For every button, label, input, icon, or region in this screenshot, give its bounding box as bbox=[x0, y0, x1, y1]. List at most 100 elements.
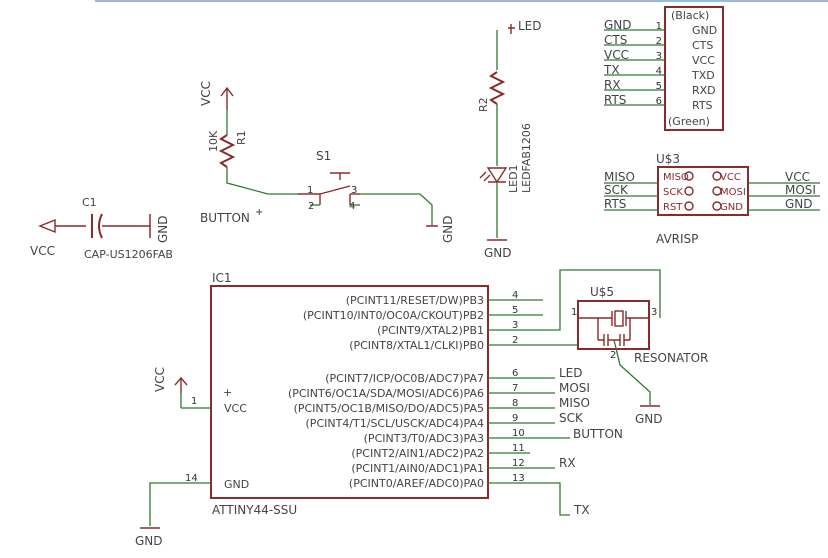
ic1-pin-label: (PCINT6/OC1A/SDA/MOSI/ADC6)PA6 bbox=[288, 387, 484, 400]
ic1-pin-number: 3 bbox=[512, 320, 518, 331]
u5-pin-2: 2 bbox=[610, 350, 616, 361]
ic1-gnd-label: GND bbox=[135, 534, 163, 548]
ic1-pin-number: 10 bbox=[512, 428, 525, 439]
led1-name: LED1 bbox=[507, 164, 520, 193]
ftdi-pin-name: RTS bbox=[692, 99, 713, 112]
r1-name: R1 bbox=[235, 130, 248, 145]
ic1-net-button: BUTTON bbox=[573, 427, 623, 441]
ic1-pin-label: (PCINT4/T1/SCL/USCK/ADC4)PA4 bbox=[306, 417, 484, 430]
ftdi-pin-number: 6 bbox=[656, 96, 662, 107]
s1-pin-1: 1 bbox=[307, 185, 313, 196]
u3-left-net: SCK bbox=[604, 183, 629, 197]
ic1-pin-label: (PCINT8/XTAL1/CLKI)PB0 bbox=[349, 339, 484, 352]
ic1-pin-number: 7 bbox=[512, 383, 518, 394]
r2-led-branch[interactable] bbox=[479, 24, 515, 241]
ic1-net-rx: RX bbox=[559, 456, 576, 470]
u3-left-net: RTS bbox=[604, 197, 626, 211]
ic1-net-sck: SCK bbox=[559, 411, 584, 425]
ic1-attiny44[interactable] bbox=[140, 269, 661, 529]
r1-vcc-label: VCC bbox=[199, 81, 213, 106]
ic1-pin-number: 4 bbox=[512, 290, 518, 301]
u5-gnd-label: GND bbox=[635, 412, 663, 426]
u3-right-pin: VCC bbox=[720, 172, 741, 183]
s1-switch[interactable] bbox=[298, 172, 438, 227]
ftdi-pin-name: RXD bbox=[692, 84, 716, 97]
ic1-pin-label: (PCINT5/OC1B/MISO/DO/ADC5)PA5 bbox=[294, 402, 484, 415]
c1-value: CAP-US1206FAB bbox=[84, 248, 173, 261]
ftdi-header[interactable] bbox=[604, 6, 724, 131]
ftdi-net-label: TX bbox=[603, 63, 620, 77]
window-top-accent bbox=[95, 0, 828, 2]
ic1-pin-list: (PCINT11/RESET/DW)PB3 4 (PCINT10/INT0/OC0A… bbox=[288, 290, 525, 490]
c1-vcc-label: VCC bbox=[30, 244, 55, 258]
r1-resistor[interactable] bbox=[218, 86, 298, 195]
ic1-pin-number: 5 bbox=[512, 305, 518, 316]
s1-gnd-label: GND bbox=[441, 215, 455, 243]
ic1-pin-number: 8 bbox=[512, 398, 518, 409]
ic1-vcc-label: VCC bbox=[153, 367, 167, 392]
ftdi-net-label: RX bbox=[604, 78, 621, 92]
ic1-vcc-num: 1 bbox=[191, 396, 197, 407]
ic1-net-mosi: MOSI bbox=[559, 381, 590, 395]
ic1-net-led: LED bbox=[559, 366, 583, 380]
u3-name: U$3 bbox=[656, 152, 680, 166]
ftdi-pin-number: 4 bbox=[656, 66, 662, 77]
ftdi-net-label: GND bbox=[604, 18, 632, 32]
ic1-pin-label: (PCINT10/INT0/OC0A/CKOUT)PB2 bbox=[303, 309, 484, 322]
ic1-pin-label: (PCINT11/RESET/DW)PB3 bbox=[346, 294, 484, 307]
ftdi-top-label: (Black) bbox=[671, 9, 709, 22]
s1-pin-3: 3 bbox=[351, 185, 357, 196]
u3-left-pin: MISO bbox=[663, 172, 689, 183]
ic1-net-tx: TX bbox=[573, 503, 590, 517]
ic1-pin-label: (PCINT7/ICP/OC0B/ADC7)PA7 bbox=[325, 372, 484, 385]
u5-name: U$5 bbox=[590, 285, 614, 299]
led1-value: LEDFAB1206 bbox=[520, 123, 533, 193]
u3-right-net: VCC bbox=[785, 170, 810, 184]
u3-right-net: GND bbox=[785, 197, 813, 211]
u5-value: RESONATOR bbox=[634, 351, 708, 365]
ic1-pin-label: (PCINT2/AIN1/ADC2)PA2 bbox=[351, 447, 484, 460]
u3-right-pin: MOSI bbox=[720, 187, 746, 198]
s1-pin-2: 2 bbox=[308, 201, 314, 212]
ic1-gnd-pin: GND bbox=[224, 478, 249, 491]
r1-value: 10K bbox=[207, 130, 220, 152]
button-plus: + bbox=[255, 207, 263, 218]
ic1-pin-label: (PCINT0/AREF/ADC0)PA0 bbox=[349, 477, 484, 490]
ic1-name: IC1 bbox=[212, 271, 232, 285]
c1-name: C1 bbox=[82, 196, 97, 209]
r2-name: R2 bbox=[477, 97, 490, 112]
ftdi-net-label: VCC bbox=[604, 48, 629, 62]
ic1-pin-number: 6 bbox=[512, 368, 518, 379]
u3-right-net: MOSI bbox=[785, 183, 816, 197]
ic1-pin-number: 12 bbox=[512, 458, 525, 469]
ftdi-pin-name: GND bbox=[692, 24, 717, 37]
u5-pin-1: 1 bbox=[571, 307, 577, 318]
ftdi-pin-name: TXD bbox=[691, 69, 715, 82]
ic1-pin-number: 2 bbox=[512, 335, 518, 346]
ic1-pin-label: (PCINT3/T0/ADC3)PA3 bbox=[364, 432, 484, 445]
ftdi-pin-name: VCC bbox=[692, 54, 715, 67]
s1-name: S1 bbox=[316, 149, 331, 163]
ftdi-pin-number: 3 bbox=[656, 51, 662, 62]
u3-avrisp[interactable] bbox=[604, 166, 820, 216]
ic1-pin-label: (PCINT1/AIN0/ADC1)PA1 bbox=[351, 462, 484, 475]
u3-right-pin: GND bbox=[720, 202, 743, 213]
u3-left-net: MISO bbox=[604, 170, 635, 184]
u5-resonator[interactable] bbox=[577, 300, 660, 407]
ftdi-bottom-label: (Green) bbox=[668, 115, 710, 128]
ic1-pin-number: 9 bbox=[512, 413, 518, 424]
ftdi-net-label: RTS bbox=[604, 93, 626, 107]
button-net-label: BUTTON bbox=[200, 211, 250, 225]
ic1-pin-number: 11 bbox=[512, 443, 525, 454]
c1-capacitor[interactable] bbox=[38, 213, 151, 239]
u3-left-pin: RST bbox=[663, 202, 683, 213]
c1-gnd-label: GND bbox=[156, 215, 170, 243]
s1-pin-4: 4 bbox=[349, 201, 355, 212]
ftdi-pin-number: 2 bbox=[656, 36, 662, 47]
ftdi-net-label: CTS bbox=[604, 33, 627, 47]
ic1-pin-number: 13 bbox=[512, 473, 525, 484]
